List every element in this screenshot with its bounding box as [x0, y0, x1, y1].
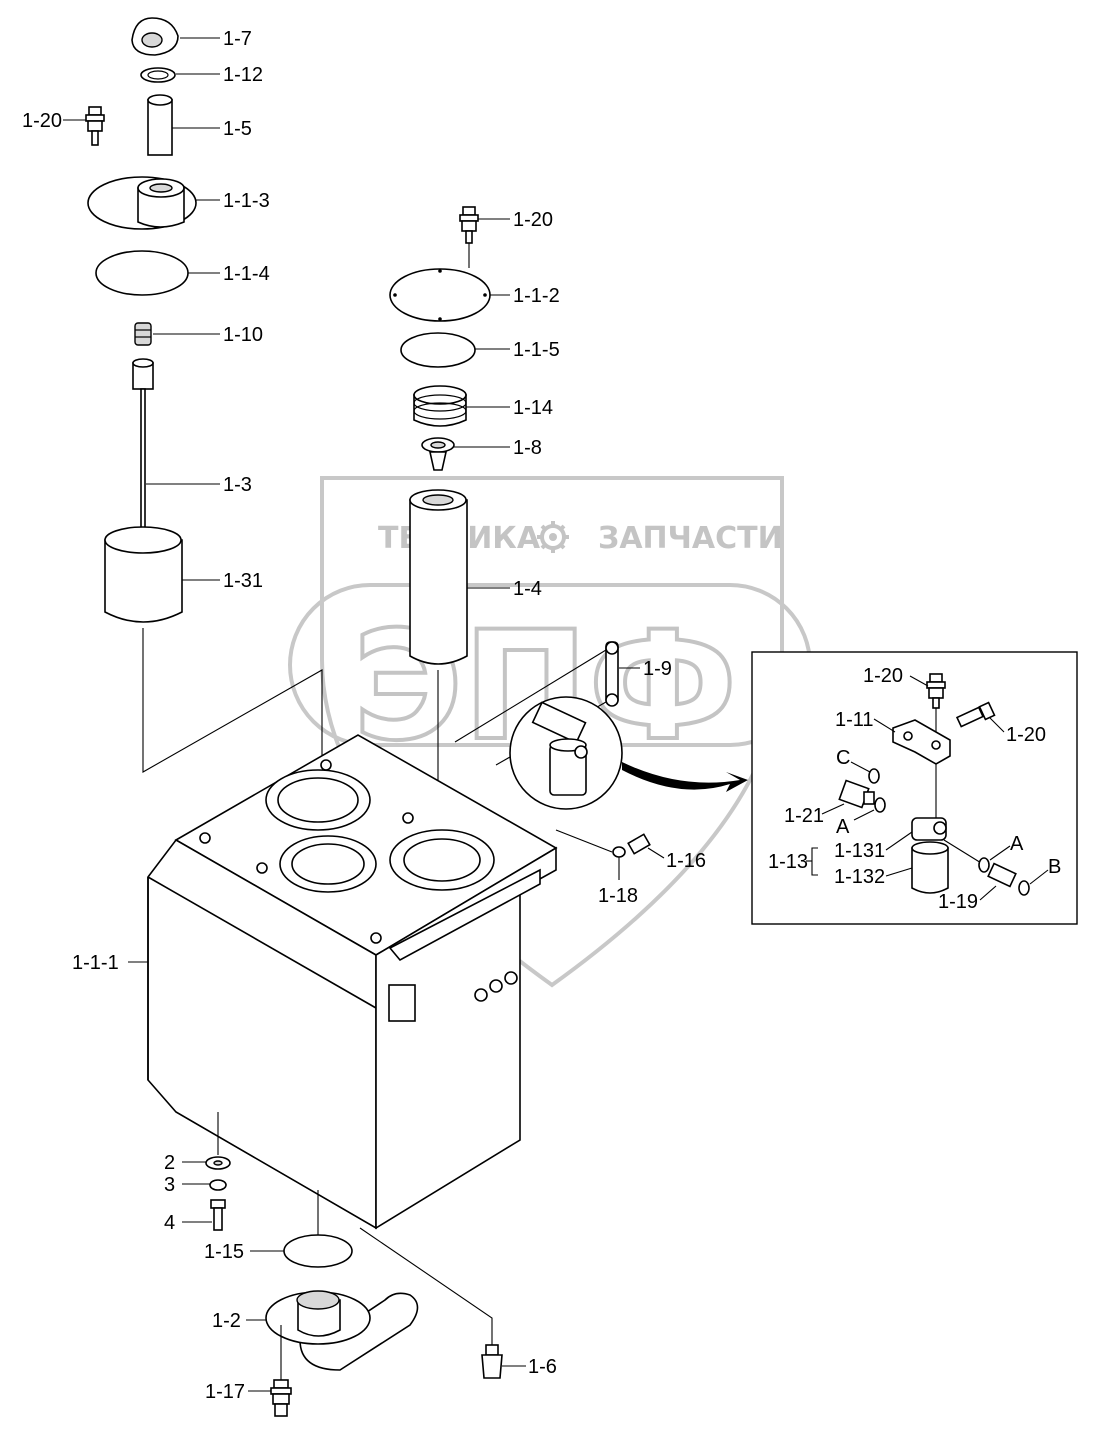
- callout-1-10: 1-10: [223, 324, 263, 346]
- callout-1-9: 1-9: [643, 658, 672, 680]
- part-1-10-spring: [134, 322, 152, 346]
- part-1-8-valve: [421, 437, 455, 471]
- detail-callout-1-19: 1-19: [938, 891, 978, 913]
- callout-1-2: 1-2: [212, 1310, 241, 1332]
- callout-1-15: 1-15: [204, 1241, 244, 1263]
- detail-1-11-bracket: [892, 719, 951, 765]
- part-1-15-gasket: [283, 1234, 353, 1268]
- detail-callout-1-131: 1-131: [834, 840, 885, 862]
- callout-1-1-1: 1-1-1: [72, 952, 119, 974]
- callout-1-1-2: 1-1-2: [513, 285, 560, 307]
- callout-1-17: 1-17: [205, 1381, 245, 1403]
- callout-1-1-3: 1-1-3: [223, 190, 270, 212]
- callout-1-7: 1-7: [223, 28, 252, 50]
- part-1-2-suction-pipe: [265, 1290, 419, 1371]
- detail-1-20-bolt-b: [955, 701, 996, 728]
- callout-1-4: 1-4: [513, 578, 542, 600]
- callout-2: 2: [164, 1152, 175, 1174]
- detail-mark-a-left: A: [836, 816, 850, 838]
- detail-1-21-sensor: [838, 779, 875, 809]
- part-1-6-drain-valve: [481, 1344, 503, 1379]
- part-1-12-ring: [140, 67, 176, 83]
- detail-1-13-filter: [911, 817, 949, 894]
- callout-1-3: 1-3: [223, 474, 252, 496]
- callout-1-1-4: 1-1-4: [223, 263, 270, 285]
- part-3-washer: [209, 1179, 227, 1191]
- detail-callout-1-132: 1-132: [834, 866, 885, 888]
- part-1-1-4-gasket: [95, 250, 189, 296]
- callout-3: 3: [164, 1174, 175, 1196]
- part-1-9-level-gauge: [605, 641, 619, 707]
- detail-callout-1-20-a: 1-20: [863, 665, 903, 687]
- part-1-1-1-hydraulic-tank: [147, 670, 558, 1230]
- part-1-20-bolt-left: [85, 106, 105, 146]
- part-1-14-spring: [413, 385, 467, 427]
- gear-icon: [537, 521, 569, 553]
- callout-1-6: 1-6: [528, 1356, 557, 1378]
- callout-1-18: 1-18: [598, 885, 638, 907]
- callout-1-20-top-center: 1-20: [513, 209, 553, 231]
- detail-arrow: [622, 762, 748, 792]
- part-1-1-3-cover-plate: [87, 176, 197, 230]
- callout-1-14: 1-14: [513, 397, 553, 419]
- part-1-31-strainer: [104, 526, 183, 623]
- callout-1-8: 1-8: [513, 437, 542, 459]
- detail-callout-1-11: 1-11: [835, 709, 874, 731]
- part-1-16-fitting: [627, 833, 651, 855]
- part-1-4-filter-element: [409, 489, 468, 665]
- detail-mark-b: B: [1048, 856, 1061, 878]
- callout-1-20-top-left: 1-20: [22, 110, 62, 132]
- watermark-text-right: ЗАПЧАСТИ: [598, 521, 783, 556]
- detail-callout-circle: [509, 696, 623, 810]
- callout-1-12: 1-12: [223, 64, 263, 86]
- detail-callout-1-21: 1-21: [784, 805, 824, 827]
- callout-1-16: 1-16: [666, 850, 706, 872]
- detail-callout-1-13: 1-13: [768, 851, 808, 873]
- part-1-1-5-gasket: [400, 332, 476, 368]
- part-1-18-o-ring: [612, 846, 626, 858]
- callout-1-1-5: 1-1-5: [513, 339, 560, 361]
- callout-1-31: 1-31: [223, 570, 263, 592]
- part-1-3-strainer-rod: [132, 358, 154, 540]
- assembly-line-strainer: [142, 628, 323, 773]
- part-1-1-2-cover-plate: [389, 268, 491, 322]
- callout-1-5: 1-5: [223, 118, 252, 140]
- detail-1-19-fitting: [987, 862, 1017, 888]
- part-1-20-bolt-center: [459, 206, 479, 244]
- callout-4: 4: [164, 1212, 175, 1234]
- part-1-17-bolt: [270, 1379, 292, 1417]
- part-1-5-filler-tube: [147, 94, 173, 156]
- detail-box: 1-20 1-20 1-11 C 1-21 A: [751, 651, 1078, 925]
- part-1-7-breather-cap: [131, 17, 179, 56]
- detail-callout-1-20-b: 1-20: [1006, 724, 1046, 746]
- part-4-bolt: [210, 1199, 226, 1231]
- detail-mark-a-right: A: [1010, 833, 1024, 855]
- detail-mark-c: C: [836, 747, 850, 769]
